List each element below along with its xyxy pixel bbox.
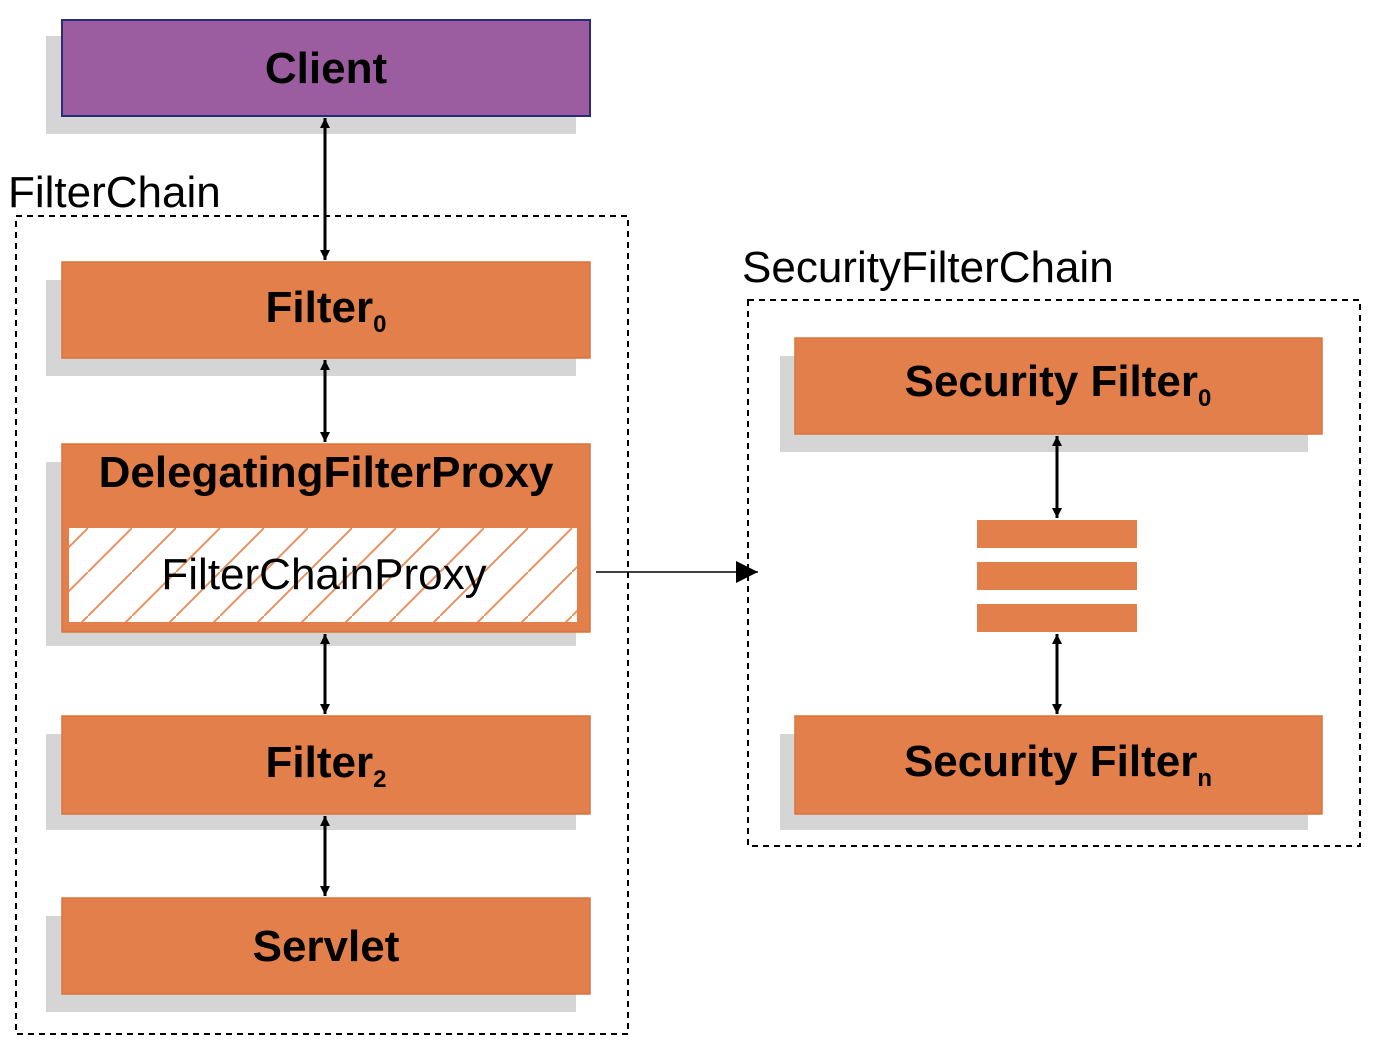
security-filtern-node: Security Filtern bbox=[780, 715, 1323, 830]
filter0-node: Filter0 bbox=[46, 261, 591, 376]
filter-chain-proxy-label: FilterChainProxy bbox=[161, 550, 486, 599]
filter-chain-proxy-node: FilterChainProxy bbox=[67, 526, 579, 624]
servlet-node: Servlet bbox=[46, 897, 591, 1012]
filter2-label: Filter2 bbox=[266, 738, 387, 793]
filter2-node: Filter2 bbox=[46, 715, 591, 830]
servlet-label: Servlet bbox=[253, 922, 400, 971]
servlet-box bbox=[61, 897, 591, 995]
intermediate-filter-bar-1 bbox=[977, 520, 1137, 548]
security-filtern-label-main: Security Filter bbox=[904, 737, 1197, 786]
security-filtern-label-subscript: n bbox=[1197, 765, 1212, 792]
client-node: Client bbox=[46, 19, 591, 134]
filter0-label-main: Filter bbox=[266, 283, 374, 332]
filter-chain-proxy-box bbox=[67, 526, 579, 624]
security-filter0-label-main: Security Filter bbox=[905, 357, 1198, 406]
security-filter0-box bbox=[794, 337, 1323, 435]
security-filter0-node: Security Filter0 bbox=[780, 337, 1323, 452]
intermediate-filter-bar-2 bbox=[977, 562, 1137, 590]
filter0-label-subscript: 0 bbox=[373, 311, 386, 338]
filter2-label-main: Filter bbox=[266, 738, 374, 787]
filter0-box bbox=[61, 261, 591, 359]
security-filtern-box bbox=[794, 715, 1323, 815]
intermediate-filter-bar-3 bbox=[977, 604, 1137, 632]
security-filter0-label: Security Filter0 bbox=[905, 357, 1212, 412]
security-filter-chain-title: SecurityFilterChain bbox=[742, 243, 1114, 292]
client-label: Client bbox=[265, 44, 388, 93]
security-filtern-label: Security Filtern bbox=[904, 737, 1212, 792]
security-filter0-label-subscript: 0 bbox=[1198, 385, 1211, 412]
delegating-filter-proxy-node: DelegatingFilterProxy FilterChainProxy bbox=[46, 443, 591, 646]
filter2-box bbox=[61, 715, 591, 815]
filter-chain-title: FilterChain bbox=[8, 168, 221, 217]
filter0-label: Filter0 bbox=[266, 283, 387, 338]
filter2-label-subscript: 2 bbox=[373, 766, 386, 793]
client-box bbox=[61, 19, 591, 117]
security-filter-chain-container bbox=[747, 299, 1361, 847]
delegating-filter-proxy-label: DelegatingFilterProxy bbox=[99, 448, 554, 497]
